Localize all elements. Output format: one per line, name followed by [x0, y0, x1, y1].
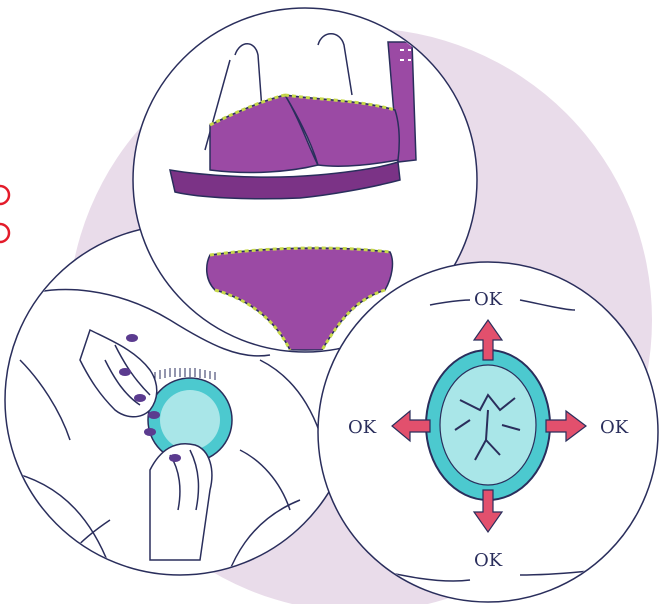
ok-label-bottom: OK: [474, 550, 503, 571]
partial-red-icon: [0, 186, 9, 242]
ok-label-top: OK: [474, 289, 503, 310]
ok-label-right: OK: [600, 417, 629, 438]
ok-label-left: OK: [348, 417, 377, 438]
stretch-circle: OK OK OK OK: [318, 262, 658, 602]
